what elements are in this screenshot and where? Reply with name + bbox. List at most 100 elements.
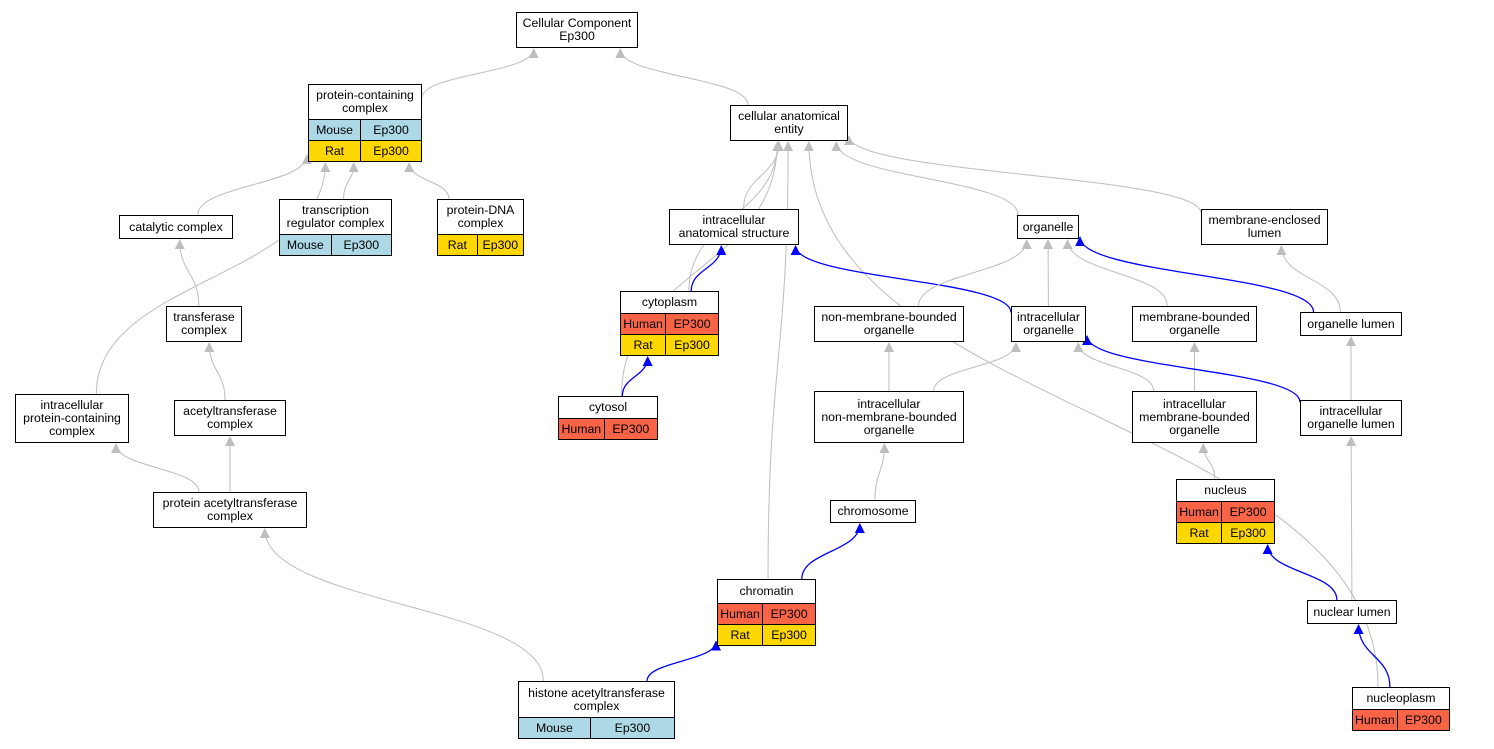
species-label: Human [623,317,663,331]
edge-is-a-ipcc-to-pcc [95,162,331,395]
term-label: intracellular anatomical structure [678,213,790,240]
term-label: cytoplasm [641,295,698,309]
annotation-row-rat: Rat Ep300 [621,334,718,355]
term-label: cellular anatomical entity [738,109,840,136]
term-membrane-enclosed-lumen[interactable]: membrane-enclosed lumen [1201,209,1328,245]
term-chromosome[interactable]: chromosome [830,500,916,523]
term-label: protein-containing complex [316,88,414,115]
gene-label: Ep300 [360,141,421,161]
edge-is-a-chromatin-to-cae [767,141,794,580]
gene-label: EP300 [603,419,657,439]
term-intracellular-protein-containing-complex[interactable]: intracellular protein-containing complex [15,394,129,443]
gene-label: EP300 [665,314,718,334]
term-intracellular-organelle[interactable]: intracellular organelle [1011,306,1086,342]
gene-label: Ep300 [1221,523,1274,543]
species-label: Rat [633,338,653,352]
species-label: Rat [1189,526,1209,540]
term-label: membrane-enclosed lumen [1208,213,1321,240]
species-label: Rat [730,628,750,642]
term-intracellular-membrane-bounded-organelle[interactable]: intracellular membrane-bounded organelle [1132,391,1257,443]
gene-label: EP300 [1396,710,1449,730]
term-cellular-component-root[interactable]: Cellular Component Ep300 [516,12,638,48]
edge-part-of-io-to-ias [790,245,1012,313]
edge-is-a-tc-to-cat [174,239,200,307]
gene-label: Ep300 [330,235,391,255]
edge-is-a-nmbo-to-org [918,239,1032,307]
species-label: Rat [324,144,345,158]
edge-is-a-pac-to-ipcc [111,443,200,493]
term-protein-acetyltransferase-complex[interactable]: protein acetyltransferase complex [153,492,307,528]
term-label: transferase complex [173,310,235,337]
term-label: nuclear lumen [1313,604,1391,619]
gene-label: Ep300 [589,718,674,738]
term-label: cytosol [588,400,628,414]
edge-is-a-chrom-to-inmbo [874,443,890,501]
edge-is-a-trc-to-pcc [343,162,359,200]
term-label: organelle lumen [1307,316,1395,331]
term-label: acetyltransferase complex [183,404,277,431]
species-label: Human [720,607,760,621]
term-label: membrane-bounded organelle [1139,310,1250,337]
gene-label: EP300 [1221,502,1274,522]
edge-part-of-iol-to-io [1082,334,1301,403]
term-label: histone acetyltransferase complex [528,685,665,713]
species-label: Human [1179,505,1219,519]
gene-label: Ep300 [762,625,815,645]
edge-part-of-nl-to-nucleus [1262,544,1338,601]
edge-is-a-np-to-cae [803,141,1379,688]
term-label: intracellular protein-containing complex [23,398,121,438]
annotation-row-rat: Rat Ep300 [1177,522,1274,543]
term-intracellular-anatomical-structure[interactable]: intracellular anatomical structure [669,209,799,245]
term-label: nucleus [1204,483,1247,497]
term-label: organelle [1022,219,1074,234]
term-label: catalytic complex [129,219,223,234]
term-organelle-lumen[interactable]: organelle lumen [1300,312,1402,336]
gene-label: Ep300 [665,335,718,355]
edge-is-a-cat-to-pcc [197,153,312,216]
edge-is-a-mel-to-cae [844,135,1202,214]
term-organelle[interactable]: organelle [1017,215,1079,239]
species-label: Mouse [286,238,324,252]
edge-part-of-np-to-nl [1353,624,1391,688]
term-label: non-membrane-bounded organelle [821,310,957,337]
term-nuclear-lumen[interactable]: nuclear lumen [1307,600,1397,624]
term-label: protein-DNA complex [446,203,515,230]
species-label: Human [561,422,602,436]
edge-part-of-hac-to-chromatin [646,640,721,682]
annotation-row-mouse: Mouse Ep300 [280,234,391,255]
edge-is-a-pcc-to-root [421,48,539,99]
annotation-row-rat: Rat Ep300 [309,140,421,161]
edge-part-of-ol-to-org [1075,236,1315,313]
term-label: transcription regulator complex [286,203,385,230]
term-acetyltransferase-complex[interactable]: acetyltransferase complex [174,400,286,436]
term-catalytic-complex[interactable]: catalytic complex [119,215,233,239]
edge-is-a-hac-to-pac [259,528,544,682]
edge-is-a-nl-to-iol [1346,436,1357,601]
term-intracellular-organelle-lumen[interactable]: intracellular organelle lumen [1300,400,1402,436]
term-transferase-complex[interactable]: transferase complex [166,306,242,342]
edge-is-a-inmbo-to-io [933,342,1021,392]
term-label: intracellular membrane-bounded organelle [1139,396,1250,437]
term-cellular-anatomical-entity[interactable]: cellular anatomical entity [730,105,848,141]
term-label: intracellular organelle [1017,310,1080,337]
annotation-row-rat: Rat Ep300 [718,624,815,645]
term-non-membrane-bounded-organelle[interactable]: non-membrane-bounded organelle [814,306,964,342]
term-intracellular-non-membrane-bounded-organelle[interactable]: intracellular non-membrane-bounded organ… [814,391,964,443]
term-membrane-bounded-organelle[interactable]: membrane-bounded organelle [1132,306,1257,342]
gene-label: Ep300 [476,235,523,255]
